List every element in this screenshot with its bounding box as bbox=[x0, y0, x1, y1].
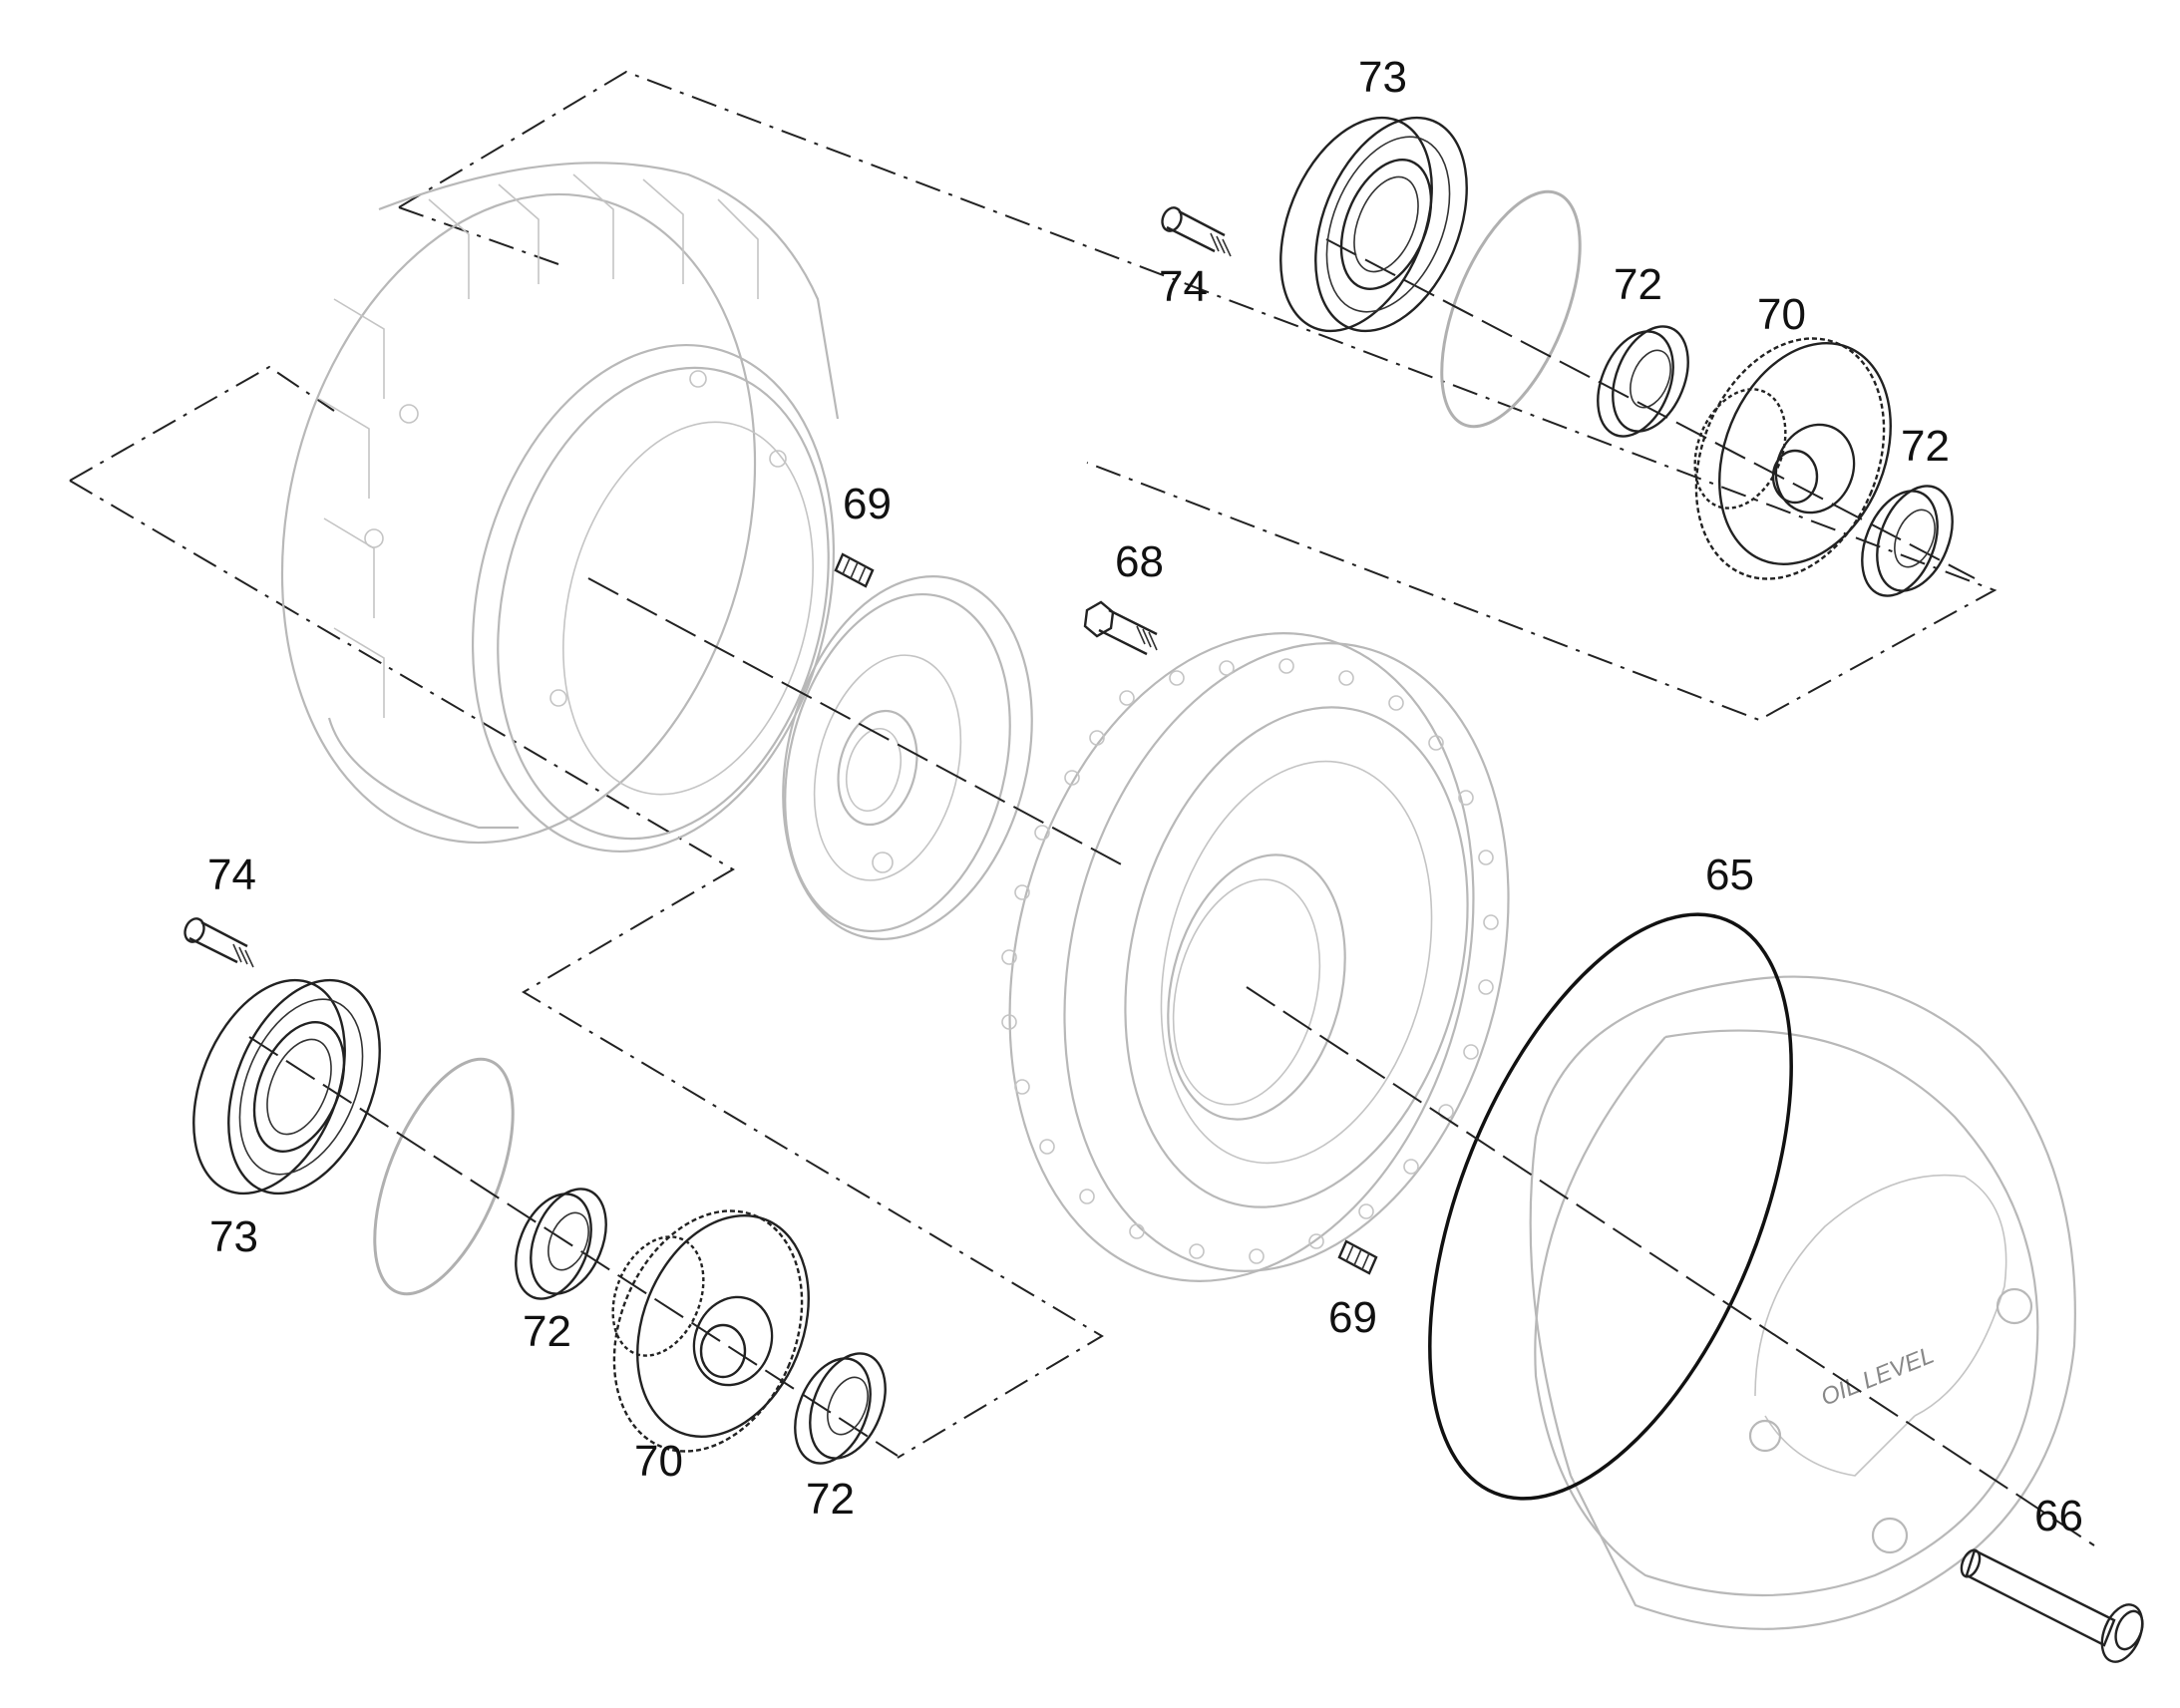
callout-72-bottom-a: 72 bbox=[523, 1307, 571, 1356]
callout-72-bottom-b: 72 bbox=[806, 1475, 855, 1524]
callout-69-bottom: 69 bbox=[1328, 1293, 1377, 1342]
screw-74-bottom bbox=[183, 917, 254, 968]
bearing-cover-73-bottom bbox=[192, 978, 381, 1196]
callout-74-top: 74 bbox=[1159, 262, 1208, 311]
callout-70-bottom: 70 bbox=[634, 1437, 683, 1486]
bolt-68 bbox=[1083, 600, 1158, 656]
callout-73-top: 73 bbox=[1358, 53, 1407, 102]
o-ring-65 bbox=[1428, 912, 1793, 1501]
callout-73-bottom: 73 bbox=[209, 1212, 258, 1261]
bearing-72-top-a bbox=[1597, 325, 1689, 438]
carrier-disc bbox=[782, 575, 1033, 940]
plug-66 bbox=[1960, 1548, 2144, 1663]
callout-72-top-b: 72 bbox=[1901, 422, 1950, 471]
planet-gear-70-top bbox=[1693, 337, 1892, 580]
bearing-cover-73-top bbox=[1279, 116, 1468, 333]
callout-66: 66 bbox=[2034, 1492, 2083, 1540]
planet-gear-70-bottom bbox=[611, 1209, 810, 1453]
bearing-72-bottom-a bbox=[515, 1188, 607, 1300]
explosion-frame-top bbox=[398, 70, 1998, 722]
assembly-axes bbox=[248, 238, 2095, 1546]
oil-level-label: OIL LEVEL bbox=[1817, 1342, 1938, 1412]
o-ring-top bbox=[1440, 189, 1582, 429]
planet-carrier-housing bbox=[280, 162, 840, 853]
o-ring-bottom bbox=[373, 1057, 515, 1296]
hub-cover: OIL LEVEL bbox=[1529, 975, 2076, 1630]
screw-74-top bbox=[1161, 206, 1232, 257]
callout-68: 68 bbox=[1115, 537, 1164, 586]
ring-gear-flange bbox=[1001, 632, 1510, 1282]
callout-69-top: 69 bbox=[843, 480, 892, 528]
dowel-pin-69-bottom bbox=[1337, 1239, 1378, 1275]
callout-74-bottom: 74 bbox=[207, 851, 256, 899]
bearing-72-top-b bbox=[1861, 485, 1954, 597]
callout-65: 65 bbox=[1705, 851, 1754, 899]
callout-72-top-a: 72 bbox=[1614, 260, 1662, 309]
callout-labels: 65 66 68 69 69 70 70 72 72 72 72 73 73 7… bbox=[207, 53, 2083, 1540]
dowel-pin-69-top bbox=[834, 552, 875, 588]
callout-70-top: 70 bbox=[1757, 290, 1806, 339]
explosion-frame-middle bbox=[69, 365, 1104, 1459]
flange-bolt-holes bbox=[1001, 658, 1499, 1264]
bearing-72-bottom-b bbox=[794, 1352, 887, 1465]
